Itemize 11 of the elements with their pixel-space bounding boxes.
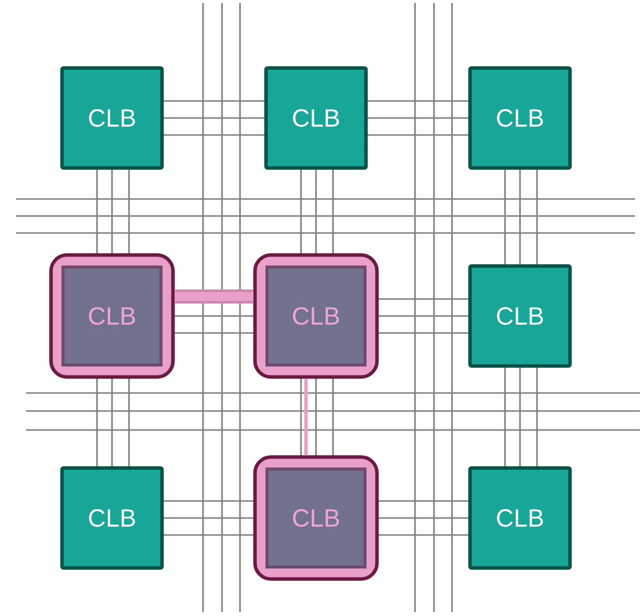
highlighted-clb-block: CLB xyxy=(253,253,379,379)
highlighted-clb-block: CLB xyxy=(253,455,379,581)
clb-block: CLB xyxy=(468,264,572,368)
highlighted-clb-block: CLB xyxy=(49,253,175,379)
interconnect-wire xyxy=(174,290,254,304)
clb-block: CLB xyxy=(60,466,164,570)
clb-block: CLB xyxy=(468,66,572,170)
clb-block: CLB xyxy=(60,66,164,170)
interconnect-wire xyxy=(304,378,308,456)
clb-block: CLB xyxy=(264,66,368,170)
clb-block: CLB xyxy=(468,466,572,570)
